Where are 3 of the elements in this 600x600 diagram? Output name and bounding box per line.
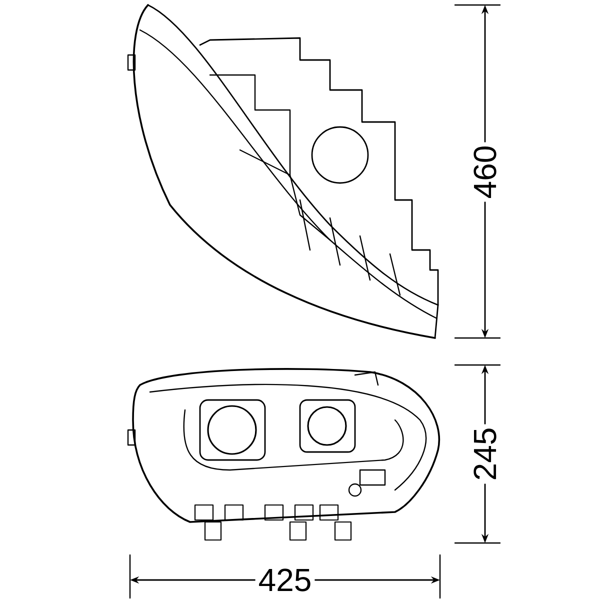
dimension-label: 245 xyxy=(470,424,500,484)
dimension-label: 460 xyxy=(470,142,500,202)
dimension-label: 425 xyxy=(255,566,315,594)
